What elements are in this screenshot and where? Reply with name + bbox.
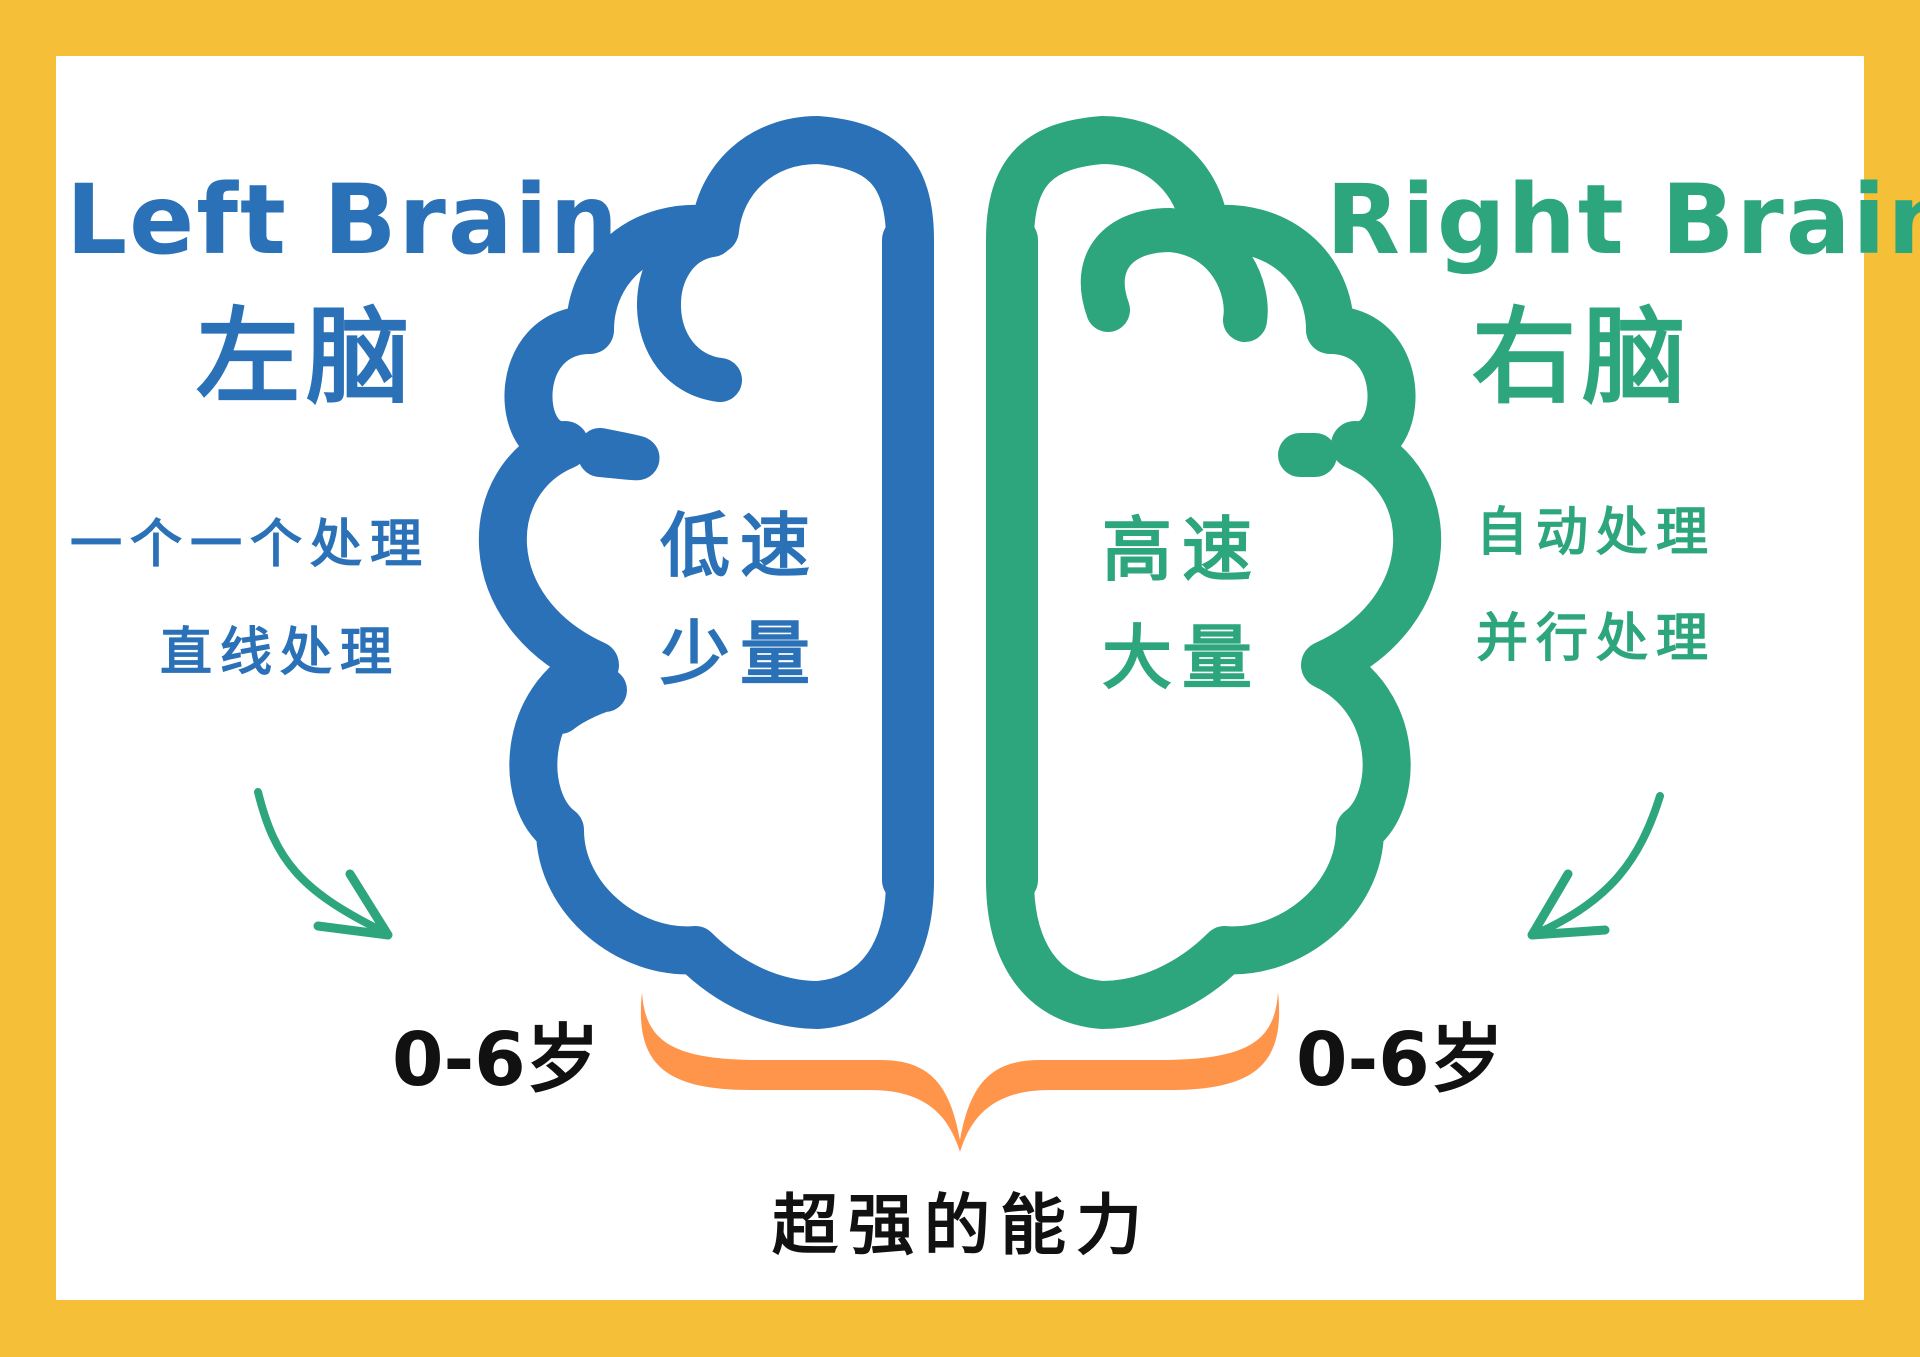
left-center-1: 低速 [660,505,820,587]
left-brain-title-en: Left Brain [66,164,620,276]
right-trait-1: 自动处理 [1476,503,1717,563]
right-center-1: 高速 [1102,509,1262,591]
right-center-2: 大量 [1102,617,1262,699]
left-brain-fold-lower [538,668,627,734]
left-trait-2: 直线处理 [160,623,401,683]
right-arrow-icon [1527,792,1664,940]
left-brain-fold-middle [578,428,660,481]
curly-brace [640,992,1280,1152]
left-age-label: 0-6岁 [392,1017,600,1103]
left-trait-1: 一个一个处理 [70,515,431,575]
poster-card [56,56,1864,1300]
right-brain-title-en: Right Brain [1326,164,1920,276]
right-age-label: 0-6岁 [1296,1017,1504,1103]
left-center-2: 少量 [660,613,820,695]
left-brain-outline [478,116,934,1029]
right-brain-outline [986,116,1442,1029]
left-brain-title-cn: 左脑 [196,296,417,418]
bottom-ability-label: 超强的能力 [772,1187,1152,1264]
right-brain-title-cn: 右脑 [1472,296,1693,418]
left-arrow-icon [254,788,393,940]
right-brain-fold-top [1080,207,1268,342]
left-brain-fold-top [637,213,742,402]
right-trait-2: 并行处理 [1476,609,1717,669]
